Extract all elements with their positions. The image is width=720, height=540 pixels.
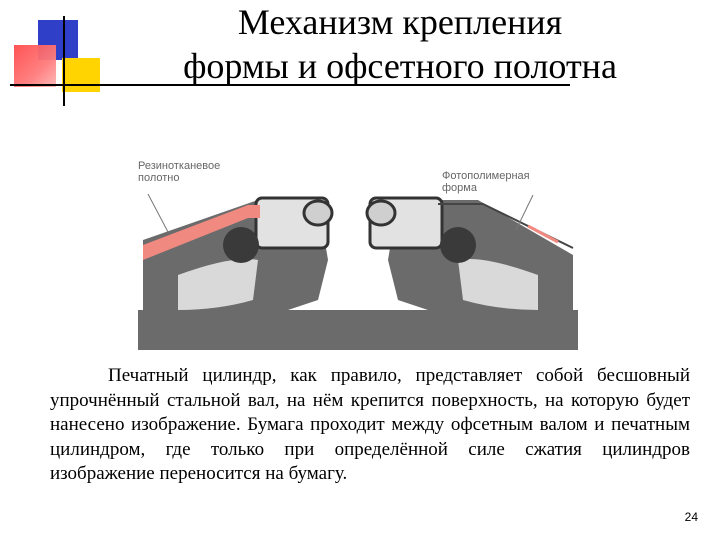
label-right-line2: форма — [442, 182, 477, 194]
decor-yellow-square — [62, 58, 100, 92]
label-right-line1: Фотополимерная — [442, 170, 530, 182]
body-paragraph: Печатный цилиндр, как правило, представл… — [50, 365, 690, 484]
mechanism-illustration — [138, 193, 578, 350]
label-left-line1: Резинотканевое — [138, 160, 221, 172]
decor-vertical-line — [63, 16, 65, 106]
slide-title: Механизм крепления формы и офсетного пол… — [120, 0, 680, 88]
decor-horizontal-line — [10, 84, 570, 86]
title-line-1: Механизм крепления — [237, 2, 563, 42]
title-line-2: формы и офсетного полотна — [183, 46, 617, 86]
label-left-line2: полотно — [138, 172, 180, 184]
mechanism-figure: Резинотканевое полотно Фотополимерная фо… — [138, 160, 578, 350]
label-rubber-blanket: Резинотканевое полотно — [138, 160, 258, 184]
label-photopolymer-form: Фотополимерная форма — [442, 170, 572, 194]
decor-red-square — [14, 45, 56, 87]
page-number: 24 — [684, 510, 698, 524]
